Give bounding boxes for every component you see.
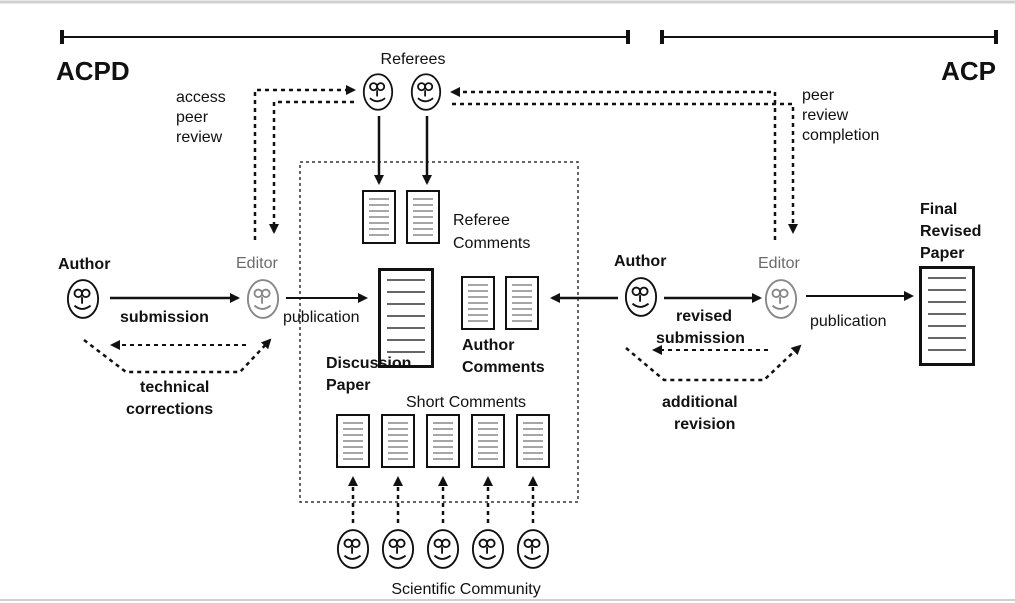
community-face-icon-5 — [516, 529, 550, 569]
referees-to-right-editor-arrow — [452, 102, 798, 234]
author-comments-label-2: Comments — [462, 359, 545, 376]
final-revised-paper-label-1: Final — [920, 201, 957, 218]
referee-comments-label-1: Referee — [453, 212, 510, 229]
editor-right-face-icon — [764, 279, 798, 319]
short-comment-page-icon-1 — [336, 414, 370, 468]
access-peer-review-label-3: review — [176, 129, 223, 146]
peer-review-completion-arrow — [450, 87, 777, 240]
author-left-face-icon — [66, 279, 100, 319]
technical-corrections-label-2: corrections — [126, 401, 213, 418]
revised-submission-label-2: submission — [656, 330, 745, 347]
editor-right-label: Editor — [758, 255, 800, 272]
short-comments-label: Short Comments — [406, 394, 526, 411]
peer-review-completion-label-2: review — [802, 107, 849, 124]
technical-corrections-arrow-forward — [83, 338, 272, 374]
final-revised-paper-icon — [918, 266, 976, 366]
discussion-paper-icon — [378, 268, 434, 368]
technical-corrections-label-1: technical — [140, 379, 209, 396]
discussion-paper-label-2: Paper — [326, 377, 370, 394]
acp-label: ACP — [941, 56, 996, 86]
editor-left-face-icon — [246, 279, 280, 319]
additional-revision-label-1: additional — [662, 394, 738, 411]
access-peer-review-label-2: peer — [176, 109, 209, 126]
short-comment-page-icon-2 — [381, 414, 415, 468]
revised-submission-label-1: revised — [676, 308, 732, 325]
short-comment-page-icon-4 — [471, 414, 505, 468]
discussion-box — [299, 161, 579, 503]
community-face-icon-3 — [426, 529, 460, 569]
additional-revision-arrow-forward — [625, 344, 802, 382]
final-revised-paper-label-3: Paper — [920, 245, 964, 262]
short-comment-page-icon-5 — [516, 414, 550, 468]
author-comments-label-1: Author — [462, 337, 514, 354]
access-peer-review-arrow — [253, 85, 356, 240]
referee-comments-label-2: Comments — [453, 235, 530, 252]
author-comment-page-icon-2 — [504, 276, 540, 330]
referee-comment-page-icon-1 — [362, 190, 396, 244]
referees-label: Referees — [381, 51, 446, 68]
referee-face-icon-1 — [362, 73, 394, 111]
referee-face-icon-2 — [410, 73, 442, 111]
peer-review-completion-label-1: peer — [802, 87, 835, 104]
community-face-icon-2 — [381, 529, 415, 569]
author-right-face-icon — [624, 277, 658, 317]
final-revised-paper-label-2: Revised — [920, 223, 981, 240]
short-comment-page-icon-3 — [426, 414, 460, 468]
discussion-paper-label-1: Discussion — [326, 355, 411, 372]
scientific-community-label: Scientific Community — [391, 581, 540, 598]
submission-label: submission — [120, 309, 209, 326]
publication-right-label: publication — [810, 313, 887, 330]
acpd-label: ACPD — [56, 56, 130, 86]
additional-revision-label-2: revision — [674, 416, 735, 433]
author-left-label: Author — [58, 256, 110, 273]
author-comment-page-icon-1 — [460, 276, 496, 330]
author-right-label: Author — [614, 253, 666, 270]
referees-to-editor-arrow — [269, 100, 354, 234]
community-face-icon-1 — [336, 529, 370, 569]
editor-left-label: Editor — [236, 255, 278, 272]
community-face-icon-4 — [471, 529, 505, 569]
referee-comment-page-icon-2 — [406, 190, 440, 244]
access-peer-review-label-1: access — [176, 89, 226, 106]
peer-review-completion-label-3: completion — [802, 127, 879, 144]
publication-left-label: publication — [283, 309, 360, 326]
